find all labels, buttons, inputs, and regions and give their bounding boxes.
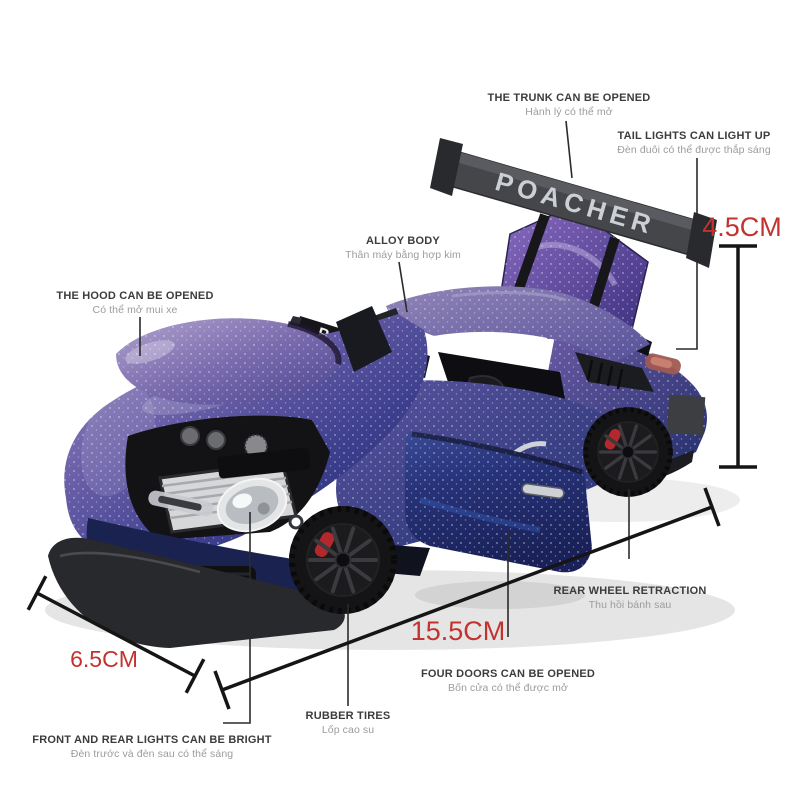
rear-diffuser [666,394,706,436]
callout-tail-lights-title: TAIL LIGHTS CAN LIGHT UP [617,130,771,142]
engine-filter [180,426,200,446]
callout-hood-subtitle: Có thể mở mui xe [92,303,178,316]
leader-front-rear-lights [223,512,251,724]
dimension-height-value: 4.5CM [702,212,782,242]
callout-four-doors: FOUR DOORS CAN BE OPENED Bốn cửa có thể … [421,668,595,694]
callout-hood: THE HOOD CAN BE OPENED Có thể mở mui xe [56,290,213,316]
leader-tail-lights [676,158,698,350]
callout-rubber-tires: RUBBER TIRES Lốp cao su [306,710,391,736]
open-hood [116,306,392,405]
dimension-line-width [26,575,206,694]
dimension-line-length [213,487,721,710]
callout-front-rear-lights-title: FRONT AND REAR LIGHTS CAN BE BRIGHT [32,734,272,746]
callout-front-rear-lights: FRONT AND REAR LIGHTS CAN BE BRIGHT Đèn … [32,734,271,760]
leader-trunk [565,120,573,179]
callout-trunk-title: THE TRUNK CAN BE OPENED [487,92,651,104]
callout-alloy-body: ALLOY BODY Thân máy bằng hợp kim [345,235,461,261]
headlight [216,477,288,533]
roof [386,286,650,364]
tow-hook [288,514,304,530]
callout-four-doors-title: FOUR DOORS CAN BE OPENED [420,668,596,680]
callout-rear-wheel: REAR WHEEL RETRACTION Thu hồi bánh sau [553,585,706,611]
open-door [405,431,592,573]
leader-alloy-body [398,261,408,313]
callout-alloy-body-subtitle: Thân máy bằng hợp kim [345,248,461,261]
wing-endplate-left [430,138,463,196]
callout-tail-lights-subtitle: Đèn đuôi có thể được thắp sáng [617,143,771,156]
window-louvers [586,359,624,390]
engine-block [217,447,311,479]
callout-four-doors-subtitle: Bốn cửa có thể được mở [448,681,568,694]
callout-rubber-tires-subtitle: Lốp cao su [321,723,375,736]
callout-rubber-tires-title: RUBBER TIRES [305,710,391,722]
engine-filter [206,430,226,450]
door-handle [521,483,565,499]
callout-trunk: THE TRUNK CAN BE OPENED Hành lý có thể m… [488,92,651,118]
callout-rear-wheel-title: REAR WHEEL RETRACTION [553,585,707,597]
front-bumper [48,514,345,648]
callout-tail-lights: TAIL LIGHTS CAN LIGHT UP Đèn đuôi có thể… [617,130,771,156]
dimension-width-value: 6.5CM [70,646,138,672]
callout-alloy-body-title: ALLOY BODY [366,235,440,247]
dimension-line-height [719,244,757,469]
callout-rear-wheel-subtitle: Thu hồi bánh sau [588,598,672,611]
tail-light-glow [650,356,673,369]
callout-hood-title: THE HOOD CAN BE OPENED [56,290,214,302]
wing-endplate-right [686,212,717,268]
front-splitter [48,537,345,648]
callout-front-rear-lights-subtitle: Đèn trước và đèn sau có thể sáng [70,747,234,760]
callout-trunk-subtitle: Hành lý có thể mở [525,105,613,118]
dimension-length-value: 15.5CM [410,616,506,646]
quarter-window [575,352,654,392]
